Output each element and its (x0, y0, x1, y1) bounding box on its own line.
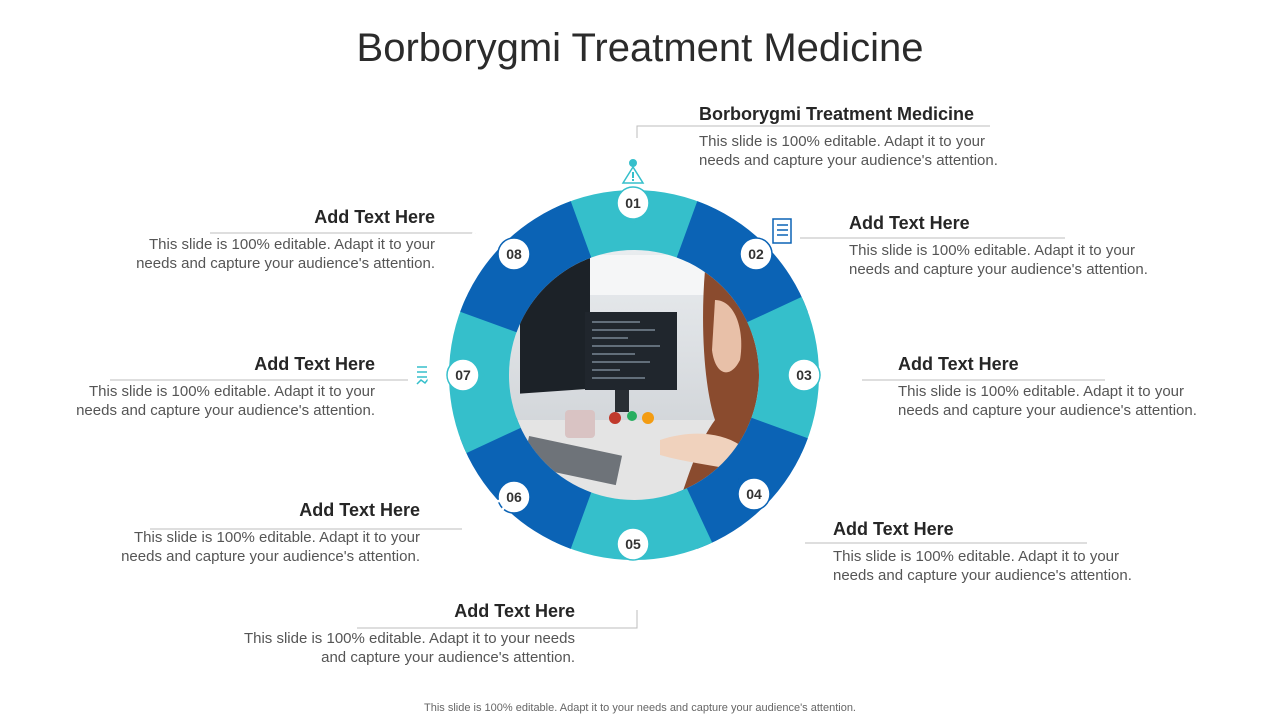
wedge-01 (555, 190, 713, 262)
badge-08: 08 (497, 237, 531, 271)
segment-03-heading: Add Text Here (898, 354, 1019, 374)
footer-note: This slide is 100% editable. Adapt it to… (424, 702, 856, 714)
badge-number-01: 01 (625, 195, 641, 211)
page-title: Borborygmi Treatment Medicine (356, 26, 924, 70)
badge-number-07: 07 (455, 367, 471, 383)
badge-04: 04 (737, 477, 771, 511)
segment-04-description: This slide is 100% editable. Adapt it to… (833, 548, 1132, 584)
segment-07-heading: Add Text Here (254, 354, 375, 374)
segment-02-text: Add Text Here This slide is 100% editabl… (849, 213, 1174, 279)
segment-05-description: This slide is 100% editable. Adapt it to… (243, 630, 575, 666)
badge-group: 01 02 03 04 05 06 07 08 (446, 186, 821, 561)
segment-06-text: Add Text Here This slide is 100% editabl… (95, 500, 420, 566)
segment-01-description: This slide is 100% editable. Adapt it to… (699, 133, 998, 169)
person-puzzle-icon (764, 502, 798, 538)
segment-03-text: Add Text Here This slide is 100% editabl… (898, 354, 1223, 420)
badge-03: 03 (782, 358, 821, 392)
segment-07-description: This slide is 100% editable. Adapt it to… (76, 383, 375, 419)
segment-05-heading: Add Text Here (454, 601, 575, 621)
report-gear-icon (413, 361, 443, 387)
segment-04-text: Add Text Here This slide is 100% editabl… (833, 519, 1158, 585)
connector-lines (110, 125, 1105, 629)
badge-02: 02 (739, 237, 773, 271)
badge-number-06: 06 (506, 489, 522, 505)
segment-08-text: Add Text Here This slide is 100% editabl… (110, 207, 435, 273)
arrows-gears-icon (471, 204, 502, 243)
segment-07-text: Add Text Here This slide is 100% editabl… (50, 354, 375, 420)
segment-03-description: This slide is 100% editable. Adapt it to… (898, 383, 1197, 419)
badge-number-04: 04 (746, 486, 762, 502)
hand-lightbulb-icon (618, 562, 649, 597)
badge-01: 01 (616, 186, 650, 225)
segment-02-description: This slide is 100% editable. Adapt it to… (849, 242, 1148, 278)
segment-05-text: Add Text Here This slide is 100% editabl… (215, 601, 575, 667)
badge-number-02: 02 (748, 246, 764, 262)
segment-02-heading: Add Text Here (849, 213, 970, 233)
segment-08-heading: Add Text Here (314, 207, 435, 227)
segment-01-text: Borborygmi Treatment Medicine This slide… (699, 104, 1029, 170)
badge-number-05: 05 (625, 536, 641, 552)
center-photo (509, 250, 759, 500)
flowchart-gear-icon (474, 499, 506, 538)
segment-01-heading: Borborygmi Treatment Medicine (699, 104, 975, 124)
segment-06-heading: Add Text Here (299, 500, 420, 520)
bar-chart-magnifier-icon (820, 355, 853, 388)
badge-06: 06 (497, 480, 531, 514)
badge-05: 05 (616, 522, 650, 561)
segment-04-heading: Add Text Here (833, 519, 954, 539)
badge-number-03: 03 (796, 367, 812, 383)
segment-06-description: This slide is 100% editable. Adapt it to… (121, 529, 420, 565)
documents-icon (764, 214, 792, 244)
segment-08-description: This slide is 100% editable. Adapt it to… (136, 236, 435, 272)
badge-07: 07 (446, 358, 485, 392)
gear-warning-icon (620, 150, 646, 184)
badge-number-08: 08 (506, 246, 522, 262)
